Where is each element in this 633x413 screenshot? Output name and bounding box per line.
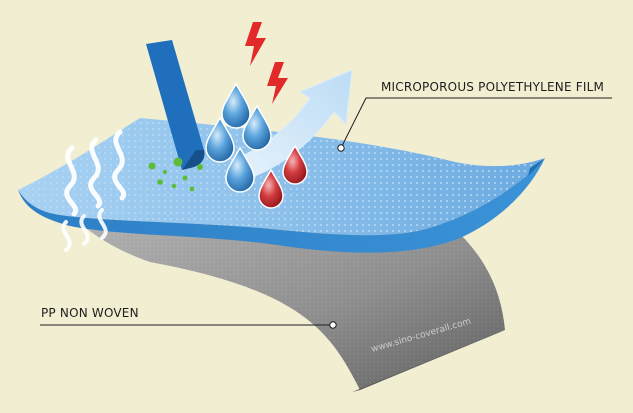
particle-icon	[148, 157, 203, 192]
nonwoven-label: PP NON WOVEN	[41, 306, 139, 320]
microporous-film-layer	[18, 118, 545, 253]
blood-drop-icon	[258, 144, 308, 209]
water-drop-icon	[205, 82, 272, 193]
film-label: MICROPOROUS POLYETHYLENE FILM	[381, 80, 605, 94]
nonwoven-callout-line	[40, 321, 337, 329]
vapor-wave-icon	[61, 129, 127, 252]
lightning-icon	[245, 22, 288, 104]
arrow-icon	[146, 40, 205, 170]
film-callout-line	[337, 97, 612, 152]
